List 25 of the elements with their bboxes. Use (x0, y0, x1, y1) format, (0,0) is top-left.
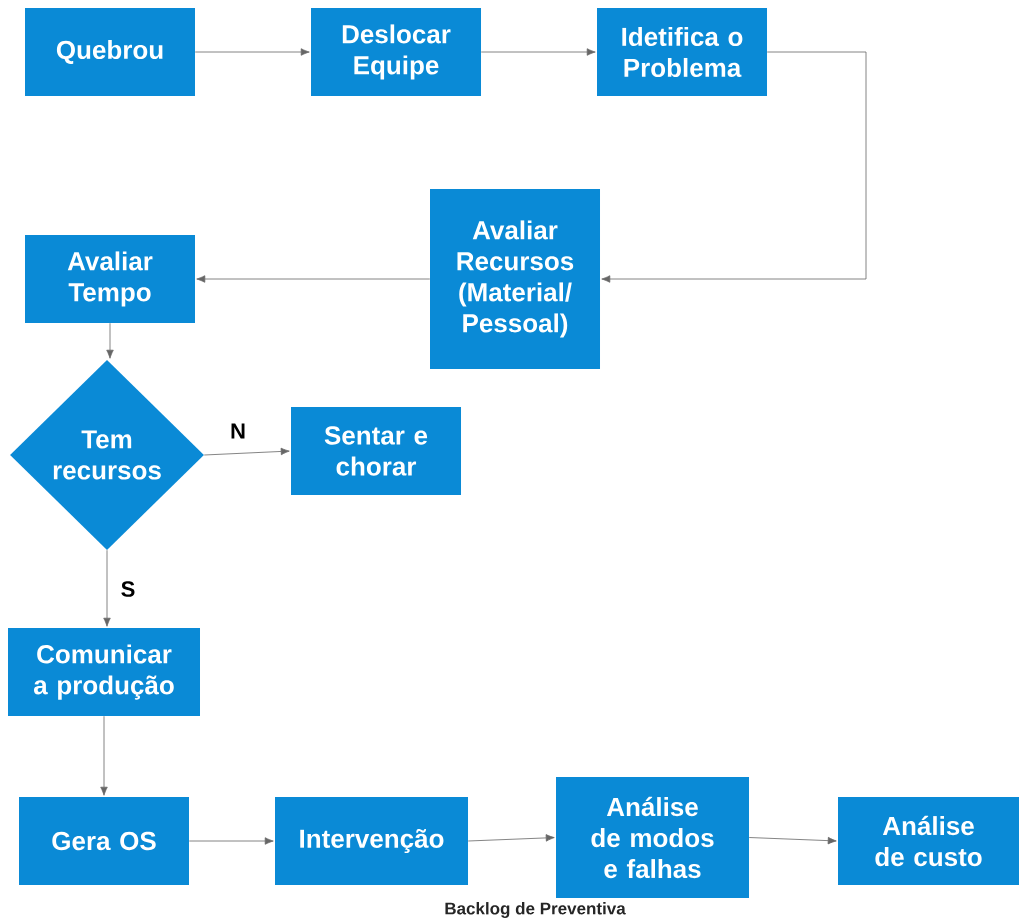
process-box: Análise de custo (838, 797, 1019, 885)
arrow (196, 275, 431, 283)
process-box: Análise de modos e falhas (556, 777, 749, 898)
arrow (188, 837, 274, 845)
edge-label: N (229, 422, 247, 440)
process-box: Comunicar a produção (8, 628, 200, 716)
arrow (103, 549, 111, 627)
arrow (106, 322, 114, 359)
process-box: Deslocar Equipe (311, 8, 481, 96)
process-box: Sentar e chorar (291, 407, 461, 495)
edge-label: S (119, 580, 137, 598)
process-box: Avaliar Tempo (25, 235, 195, 323)
process-box: Intervenção (275, 797, 468, 885)
arrow (480, 48, 596, 56)
arrow (601, 51, 867, 283)
process-box: Quebrou (25, 8, 195, 96)
arrow (467, 834, 555, 842)
arrow (100, 715, 108, 796)
arrow (203, 447, 290, 456)
caption: Backlog de Preventiva (445, 902, 626, 918)
process-box: Idetifica o Problema (597, 8, 767, 96)
arrow (748, 836, 837, 845)
process-box: Avaliar Recursos (Material/ Pessoal) (430, 189, 600, 369)
arrow (194, 48, 310, 56)
process-box: Gera OS (19, 797, 189, 885)
